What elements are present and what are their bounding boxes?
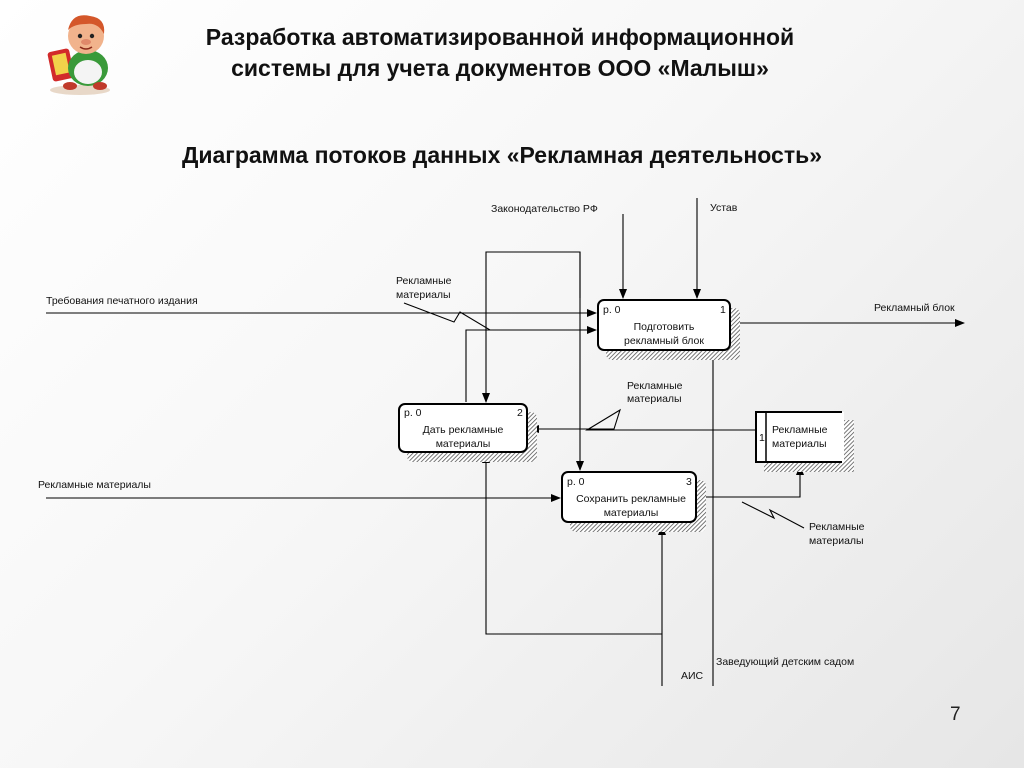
process-2-name-line-1: Дать рекламные — [423, 424, 504, 436]
label-charter: Устав — [710, 202, 738, 214]
process-2-box — [398, 403, 528, 453]
label-ais: АИС — [681, 670, 704, 682]
label-ad-block: Рекламный блок — [874, 302, 955, 314]
data-store-name-line-1: Рекламные — [772, 424, 828, 436]
process-3-ref: р. 0 — [567, 476, 585, 488]
logo-character-icon — [47, 15, 110, 95]
data-store-name-line-2: материалы — [772, 438, 827, 450]
data-store-fill — [756, 412, 844, 462]
process-3-name-line-1: Сохранить рекламные — [576, 493, 686, 505]
flow-ad-materials-mid — [529, 408, 756, 433]
process-3-name-line-2: материалы — [604, 507, 659, 519]
flow-bottom-loop-to-process-2 — [482, 453, 662, 635]
process-1-box — [597, 299, 731, 351]
data-store: 1 Рекламные материалы — [755, 411, 854, 472]
process-2-number: 2 — [517, 407, 523, 419]
process-3: р. 0 3 Сохранить рекламные материалы — [561, 471, 706, 532]
label-ad-materials-right-2: материалы — [809, 535, 864, 547]
label-ad-materials-top-1: Рекламные — [396, 275, 452, 287]
flow-ad-materials-top — [403, 302, 597, 334]
diagram-title: Диаграмма потоков данных «Рекламная деят… — [181, 142, 823, 168]
flow-process-2-to-1 — [465, 329, 490, 402]
label-print-requirements: Требования печатного издания — [46, 295, 198, 307]
process-2: р. 0 2 Дать рекламные материалы — [398, 403, 537, 462]
process-1: р. 0 1 Подготовить рекламный блок — [597, 299, 740, 360]
flow-labels: Законодательство РФ Устав Требования печ… — [38, 202, 955, 682]
process-1-number: 1 — [720, 304, 726, 316]
process-2-ref: р. 0 — [404, 407, 422, 419]
process-3-number: 3 — [686, 476, 692, 488]
data-store-number: 1 — [759, 432, 765, 444]
slide-title-line-1: Разработка автоматизированной информацио… — [205, 24, 795, 50]
process-3-box — [561, 471, 697, 523]
label-ad-materials-left: Рекламные материалы — [38, 479, 151, 491]
label-law: Законодательство РФ — [491, 203, 598, 215]
process-1-ref: р. 0 — [603, 304, 621, 316]
flow-lines — [46, 198, 965, 686]
process-1-name-line-1: Подготовить — [634, 321, 695, 333]
label-ad-materials-top-2: материалы — [396, 289, 451, 301]
flow-loop-to-process-2 — [482, 251, 581, 403]
data-store-outline — [755, 411, 842, 463]
label-head: Заведующий детским садом — [716, 656, 854, 668]
slide-title-line-2: системы для учета документов ООО «Малыш» — [231, 55, 769, 81]
process-1-name-line-2: рекламный блок — [624, 335, 704, 347]
slide-title: Разработка автоматизированной информацио… — [130, 22, 870, 84]
label-ad-materials-mid-1: Рекламные — [627, 380, 683, 392]
label-ad-materials-right-1: Рекламные — [809, 521, 865, 533]
flow-process-3-to-store — [698, 465, 804, 498]
flow-ad-materials-right — [741, 501, 805, 529]
process-2-name-line-2: материалы — [436, 438, 491, 450]
label-ad-materials-mid-2: материалы — [627, 393, 682, 405]
page-number: 7 — [950, 704, 961, 725]
